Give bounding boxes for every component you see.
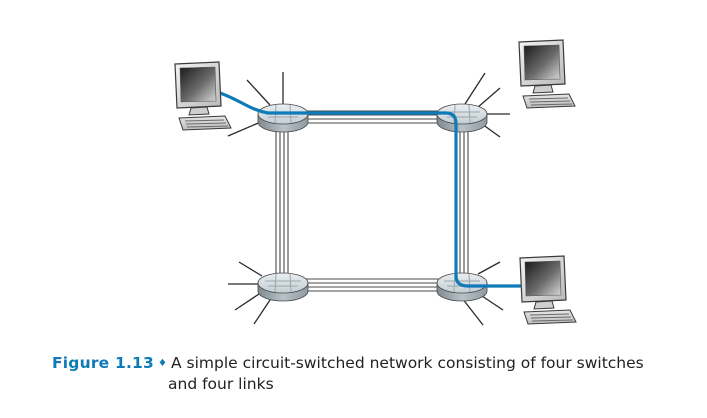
spoke-line	[476, 87, 501, 109]
spoke-line	[234, 291, 263, 311]
switch-top-left	[257, 103, 309, 133]
spoke-line	[461, 297, 484, 326]
link-bottom	[300, 278, 445, 292]
computer-icon	[518, 39, 576, 109]
spoke-lines	[227, 72, 510, 326]
computer-icon	[174, 61, 232, 131]
link-top	[300, 110, 445, 124]
link-right	[455, 125, 469, 277]
spoke-line	[238, 261, 263, 277]
switch-top-right	[436, 103, 488, 133]
spoke-line	[227, 120, 264, 137]
caption-line-2: and four links	[168, 375, 274, 393]
caption-line-1: A simple circuit-switched network consis…	[171, 354, 644, 372]
circuit-switched-network-diagram	[174, 39, 577, 326]
figure-label: Figure 1.13	[52, 354, 155, 372]
figure-caption: Figure 1.13♦ A simple circuit-switched ne…	[52, 354, 692, 394]
switch-bottom-left	[257, 272, 309, 302]
spoke-line	[246, 79, 271, 106]
spoke-line	[477, 261, 501, 275]
link-left	[275, 125, 289, 277]
diamond-bullet-icon: ♦	[158, 358, 167, 369]
spoke-line	[253, 296, 273, 325]
computer-icon	[519, 255, 577, 325]
dedicated-circuit-path	[218, 91, 522, 288]
spoke-line	[464, 72, 486, 105]
